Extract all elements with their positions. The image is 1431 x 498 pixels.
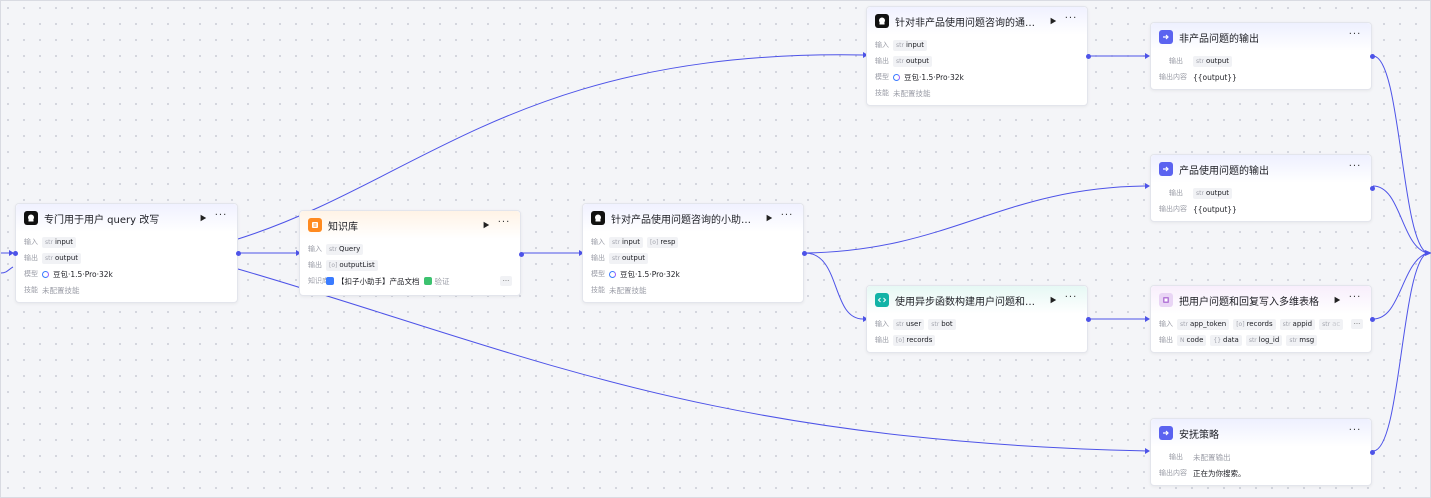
edge-product-outproduct — [804, 185, 1149, 254]
play-icon[interactable] — [1331, 294, 1343, 306]
model-row: 模型豆包·1.5·Pro·32k — [591, 269, 680, 279]
llm-node-icon — [591, 211, 605, 225]
kb-chip-verify: 验证 — [423, 276, 450, 287]
content-row: 输出内容{{output}} — [1159, 72, 1237, 82]
kb-chip-doc: 【扣子小助手】产品文档 — [326, 276, 420, 287]
output-port[interactable] — [1370, 186, 1375, 191]
more-inputs-button[interactable]: ··· — [1351, 319, 1363, 329]
output-node-icon — [1159, 162, 1173, 176]
edge-outproduct-end — [1372, 185, 1428, 254]
node-title: 把用户问题和回复写入多维表格 — [1179, 296, 1319, 308]
more-icon[interactable]: ··· — [1064, 13, 1078, 24]
more-kb-button[interactable]: ··· — [500, 276, 512, 286]
more-icon[interactable]: ··· — [1064, 292, 1078, 303]
more-icon[interactable]: ··· — [1348, 29, 1362, 40]
input-port[interactable] — [13, 251, 18, 256]
more-icon[interactable]: ··· — [214, 210, 228, 221]
node-title: 非产品问题的输出 — [1179, 33, 1259, 45]
output-row: 输出[o]outputList — [308, 257, 512, 273]
edge-outnonproduct-end — [1372, 55, 1428, 254]
skill-row: 技能未配置技能 — [875, 88, 931, 98]
content-row: 输出内容正在为你搜索。 — [1159, 468, 1246, 478]
node-title: 使用异步函数构建用户问题和回... — [895, 296, 1043, 308]
output-port[interactable] — [1086, 54, 1091, 59]
output-port[interactable] — [236, 251, 241, 256]
play-icon[interactable] — [1047, 294, 1059, 306]
plugin-node-icon — [1159, 293, 1173, 307]
llm-node-icon — [24, 211, 38, 225]
model-icon — [609, 270, 616, 278]
play-icon[interactable] — [197, 212, 209, 224]
edge-comfort-end — [1372, 252, 1428, 452]
output-row: 输出[o]records — [875, 332, 1079, 348]
node-title: 针对非产品使用问题咨询的通用... — [895, 17, 1043, 29]
model-icon — [893, 73, 900, 81]
output-node-icon — [1159, 30, 1173, 44]
output-port[interactable] — [802, 251, 807, 256]
output-port[interactable] — [1086, 317, 1091, 322]
output-node-icon — [1159, 426, 1173, 440]
node-comfort-strategy[interactable]: 安抚策略 ··· 输出未配置输出 输出内容正在为你搜索。 — [1150, 418, 1375, 486]
model-row: 模型豆包·1.5·Pro·32k — [24, 269, 113, 279]
output-row: 输出未配置输出 — [1169, 452, 1231, 462]
arrow-end — [1425, 250, 1431, 256]
kb-row: 知识库 【扣子小助手】产品文档 验证 ··· — [308, 273, 512, 289]
output-port[interactable] — [1370, 317, 1375, 322]
more-icon[interactable]: ··· — [1348, 161, 1362, 172]
skill-row: 技能未配置技能 — [24, 285, 80, 295]
more-icon[interactable]: ··· — [1348, 425, 1362, 436]
more-icon[interactable]: ··· — [780, 210, 794, 221]
play-icon[interactable] — [480, 219, 492, 231]
output-port[interactable] — [519, 252, 524, 257]
model-row: 模型豆包·1.5·Pro·32k — [875, 72, 964, 82]
play-icon[interactable] — [1047, 15, 1059, 27]
node-title: 针对产品使用问题咨询的小助手... — [611, 214, 759, 226]
skill-row: 技能未配置技能 — [591, 285, 647, 295]
node-title: 专门用于用户 query 改写 — [44, 214, 160, 226]
node-title: 安抚策略 — [1179, 429, 1219, 441]
output-port[interactable] — [1370, 54, 1375, 59]
edge-entry-lower — [1, 266, 14, 274]
code-node-icon — [875, 293, 889, 307]
edge-plugin-end — [1372, 252, 1428, 320]
play-icon[interactable] — [763, 212, 775, 224]
node-title: 知识库 — [328, 221, 358, 233]
model-icon — [42, 270, 49, 278]
output-port[interactable] — [1370, 450, 1375, 455]
edge-product-code — [804, 252, 864, 320]
knowledge-base-icon — [308, 218, 322, 232]
content-row: 输出内容{{output}} — [1159, 204, 1237, 214]
more-icon[interactable]: ··· — [497, 217, 511, 228]
more-icon[interactable]: ··· — [1348, 292, 1362, 303]
llm-node-icon — [875, 14, 889, 28]
node-title: 产品使用问题的输出 — [1179, 165, 1269, 177]
